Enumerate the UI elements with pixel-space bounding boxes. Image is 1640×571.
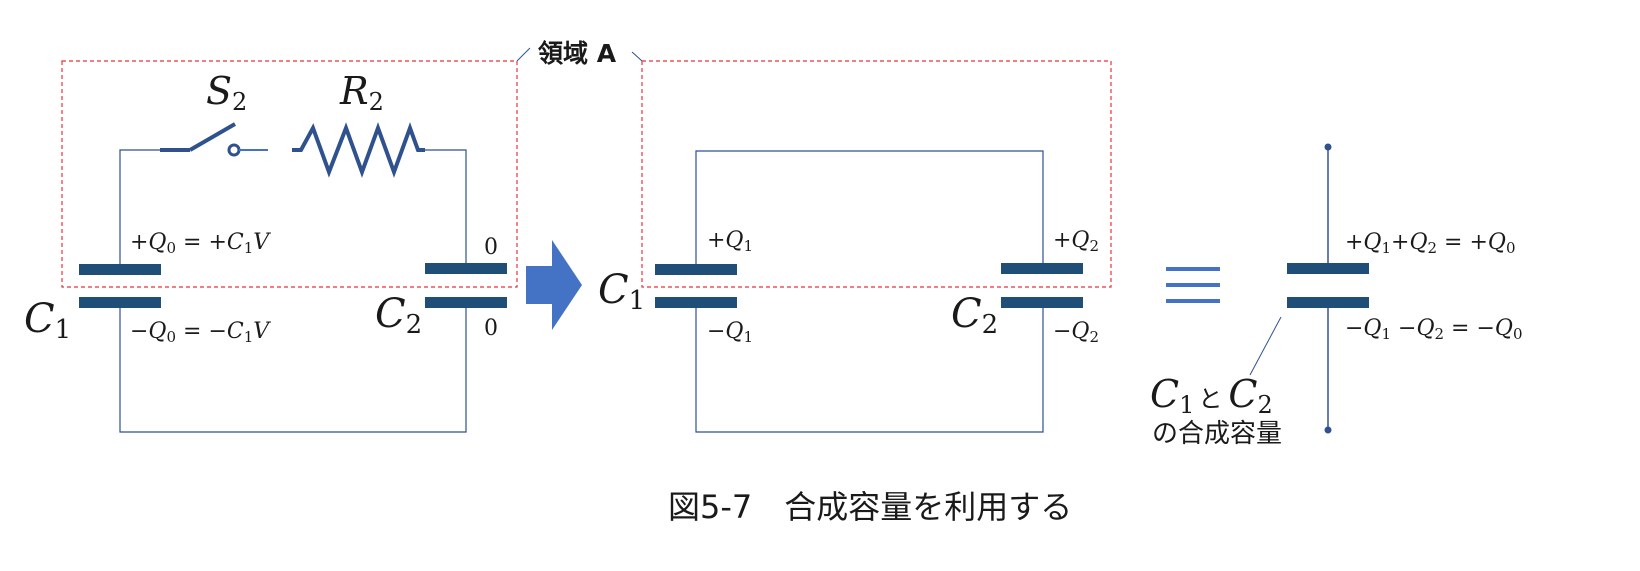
c2-top-charge-middle: +Q2 [1053, 228, 1099, 255]
c2-bottom-charge-middle: −Q2 [1053, 319, 1099, 346]
resistor-r2-icon [292, 122, 425, 178]
c2-top-charge-left: 0 [484, 235, 498, 260]
region-a-label: 領域 A [538, 39, 617, 68]
switch-s2-icon [160, 122, 268, 157]
middle-wire-bottom [695, 308, 1044, 433]
left-wire-top-right [425, 149, 467, 264]
combined-top-charge: +Q1+Q2 = +Q0 [1345, 230, 1516, 257]
region-a-left-box [61, 60, 518, 288]
middle-c1-top-plate [655, 264, 737, 275]
c1-label-left: C1 [24, 296, 71, 345]
c2-bottom-charge-left: 0 [484, 316, 498, 341]
combined-top-plate [1287, 263, 1369, 274]
combined-label-leader [1249, 316, 1282, 376]
left-wire-bottom [119, 308, 467, 433]
c1-top-plate [79, 264, 161, 275]
middle-wire-top [695, 150, 1044, 264]
resistor-r2-label: R2 [339, 69, 384, 116]
middle-c2-top-plate [1001, 263, 1083, 274]
right-terminal-bottom-icon [1324, 426, 1332, 434]
right-terminal-top-icon [1324, 143, 1332, 151]
c1-label-middle: C1 [598, 267, 645, 316]
combined-bottom-plate [1287, 297, 1369, 308]
combined-capacitance-label-line2: の合成容量 [1152, 419, 1282, 449]
region-a-right-box [641, 60, 1112, 288]
c2-label-left: C2 [375, 291, 422, 340]
middle-circuit: C1 C2 +Q1 −Q1 +Q2 −Q2 [598, 150, 1099, 433]
left-circuit: S2 R2 C1 C2 +Q0 = +C1V −Q0 = −C1V 0 0 [24, 69, 507, 433]
c1-top-charge-middle: +Q1 [707, 228, 753, 255]
combined-bottom-charge: −Q1 −Q2 = −Q0 [1345, 316, 1522, 343]
equivalence-icon [1166, 267, 1220, 303]
middle-c1-bottom-plate [655, 297, 737, 308]
c2-bottom-plate [425, 297, 507, 308]
region-a-leader-right [631, 51, 643, 62]
c1-bottom-charge-left: −Q0 = −C1V [130, 319, 271, 346]
c1-top-charge-left: +Q0 = +C1V [130, 230, 271, 257]
c1-bottom-charge-middle: −Q1 [707, 319, 753, 346]
switch-s2-label: S2 [206, 69, 247, 116]
middle-c2-bottom-plate [1001, 297, 1083, 308]
c2-top-plate [425, 263, 507, 274]
c1-bottom-plate [79, 297, 161, 308]
figure-caption: 図5-7 合成容量を利用する [668, 488, 1072, 526]
left-wire-top-left [119, 149, 160, 264]
region-a-leader-left [516, 47, 531, 62]
c2-label-middle: C2 [951, 291, 998, 340]
transition-arrow-icon [526, 240, 582, 330]
